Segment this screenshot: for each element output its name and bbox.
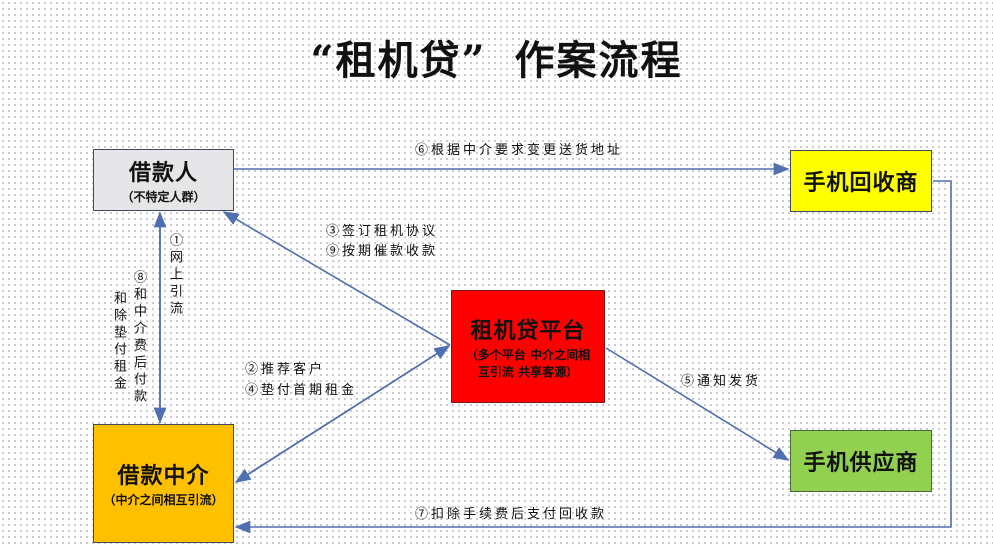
node-supplier-title: 手机供应商	[803, 450, 919, 476]
edge-label-6: ⑥根据中介要求变更送货地址	[415, 143, 624, 158]
node-agent-title: 借款中介	[117, 463, 210, 489]
edge-label-4: ④垫付首期租金	[245, 383, 358, 398]
edge-label-3: ③签订租机协议	[326, 224, 439, 239]
node-lease-platform: 租机贷平台 （多个平台 中介之间相互引流 共享客源）	[451, 290, 605, 403]
arrow-recycler-to-agent	[234, 180, 952, 534]
node-phone-recycler: 手机回收商	[790, 150, 932, 212]
edge-label-8-col1: ⑧和中介费后付款	[131, 270, 146, 406]
title-quoted: “租机贷”	[310, 37, 487, 84]
node-platform-subtitle: （多个平台 中介之间相互引流 共享客源）	[465, 347, 591, 379]
edge-label-2: ②推荐客户	[245, 362, 326, 377]
node-recycler-title: 手机回收商	[803, 170, 919, 196]
edge-label-1: ①网上引流	[167, 233, 182, 318]
arrow-platform-to-agent	[234, 345, 450, 483]
node-platform-title: 租机贷平台	[470, 317, 586, 344]
node-agent-subtitle: （中介之间相互引流）	[103, 493, 224, 507]
page-title: “租机贷” 作案流程	[0, 28, 993, 86]
arrow-platform-to-borrower	[222, 211, 451, 346]
node-phone-supplier: 手机供应商	[790, 430, 932, 492]
edge-label-8-col2: 和除垫付租金	[111, 291, 126, 393]
node-loan-agent: 借款中介 （中介之间相互引流）	[93, 424, 234, 543]
node-borrower-title: 借款人	[128, 159, 198, 186]
arrow-platform-to-supplier	[605, 347, 790, 461]
node-borrower: 借款人 （不特定人群）	[93, 149, 234, 211]
edge-label-7: ⑦扣除手续费后支付回收款	[415, 507, 608, 522]
edge-label-9: ⑨按期催款收款	[326, 244, 439, 259]
edge-label-5: ⑤通知发货	[681, 374, 762, 389]
node-borrower-subtitle: （不特定人群）	[121, 189, 206, 204]
title-rest: 作案流程	[514, 37, 683, 84]
